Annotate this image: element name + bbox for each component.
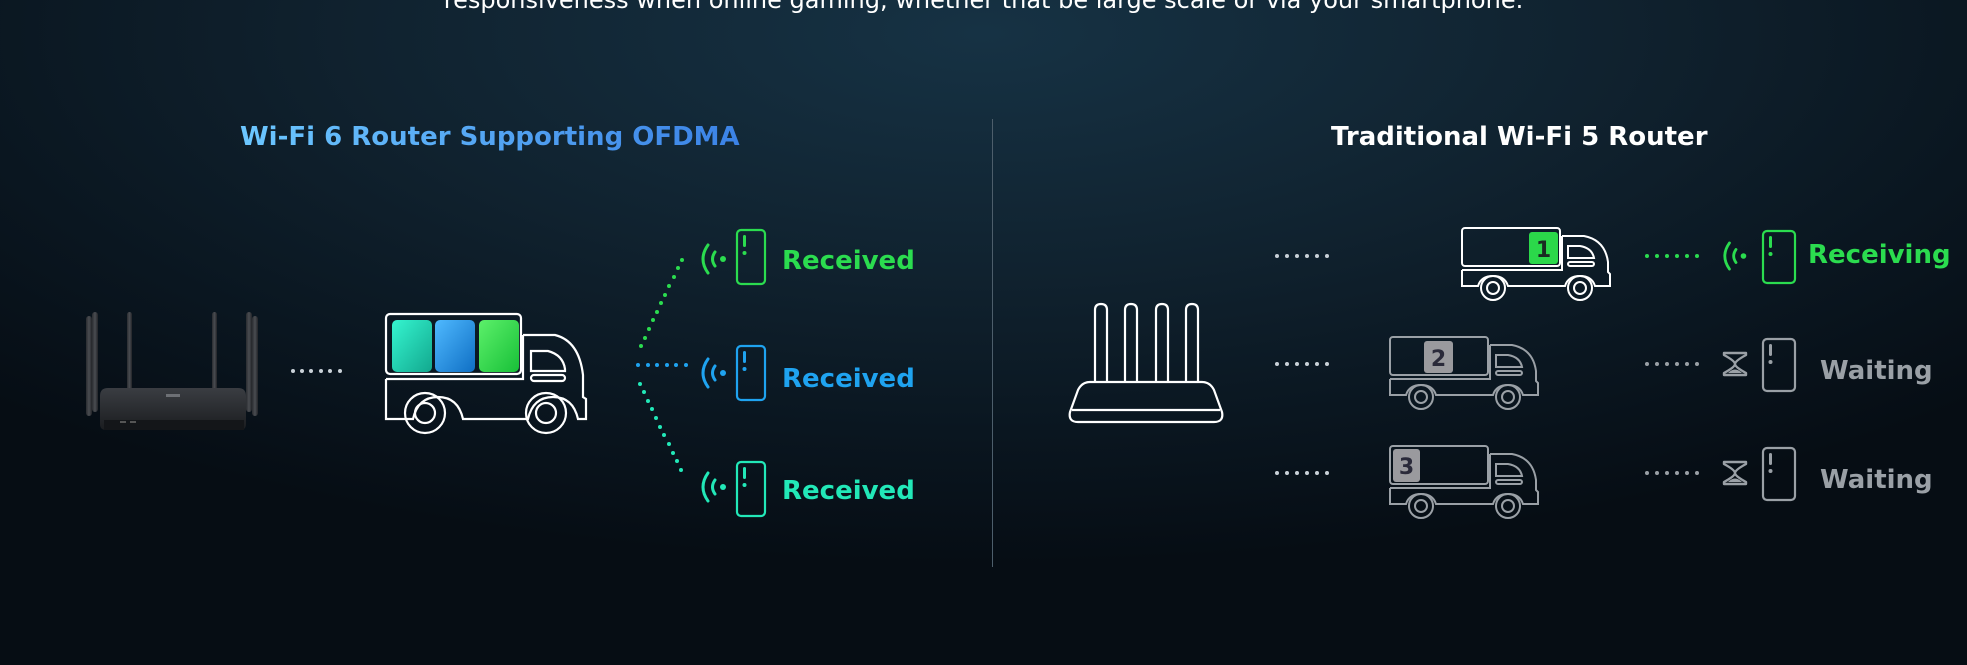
phone-icon [1761,229,1797,285]
connector-dots [291,369,342,373]
wifi-signal-icon [1723,241,1747,271]
wifi5-router-icon [1068,302,1224,424]
phone-icon [735,344,767,402]
phone-icon [735,228,767,286]
phone-icon [1761,446,1797,502]
device-status: Received [782,476,915,506]
device-status: Received [782,364,915,394]
lane-status: Waiting [1820,356,1933,386]
wifi6-title: Wi-Fi 6 Router Supporting OFDMA [240,122,740,152]
truck-icon: 2 [1389,336,1539,410]
hourglass-icon [1722,460,1748,486]
wifi5-title: Traditional Wi-Fi 5 Router [1331,122,1708,152]
packet-green [479,320,519,372]
wifi-signal-icon [701,357,726,389]
device-row: Received [700,458,940,518]
packet-number: 2 [1431,347,1446,372]
phone-icon [1761,337,1797,393]
connector-dots [1275,254,1329,258]
device-status: Received [782,246,915,276]
packet-number: 1 [1536,238,1551,263]
intro-text: responsiveness when online gaming, wheth… [443,0,1524,14]
device-row: Received [700,228,940,288]
connector-dots [1645,471,1699,475]
truck-icon: 1 [1461,227,1611,301]
wifi-signal-icon [701,471,726,503]
packet-teal [392,320,432,372]
wifi-signal-icon [701,243,726,275]
connector-dots [1275,362,1329,366]
packet-blue [435,320,475,372]
truck-icon [384,312,588,435]
lane-status: Waiting [1820,465,1933,495]
lane-status: Receiving [1808,240,1951,270]
fanout-dots [636,258,688,472]
connector-dots [1645,362,1699,366]
device-row: Received [700,342,940,402]
connector-dots [1645,254,1699,258]
truck-icon: 3 [1389,445,1539,519]
packet-number: 3 [1399,455,1414,480]
panel-divider [992,119,993,567]
phone-icon [735,460,767,518]
hourglass-icon [1722,351,1748,377]
wifi6-router-icon [86,312,258,430]
connector-dots [1275,471,1329,475]
